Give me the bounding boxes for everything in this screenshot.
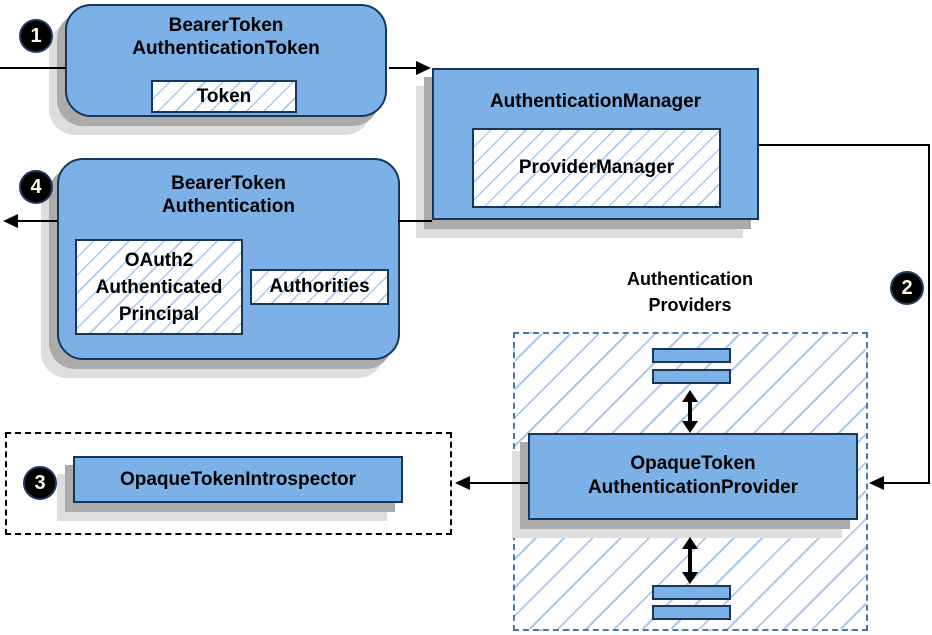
step-4-badge: 4	[19, 170, 53, 204]
btat-title-line1: BearerToken	[168, 15, 284, 36]
bta-title-line2: Authentication	[162, 196, 295, 217]
arrow-authentication-out-head-icon	[3, 214, 18, 228]
principal-line3: Principal	[118, 303, 200, 325]
step-1-number: 1	[30, 24, 42, 47]
oauth2-authenticated-principal-chip: OAuth2 Authenticated Principal	[75, 239, 243, 335]
arrow-token-to-manager-line	[389, 67, 418, 69]
connector-manager-to-authentication-line	[398, 220, 432, 222]
step-3-badge: 3	[23, 466, 57, 500]
oti-title: OpaqueTokenIntrospector	[119, 469, 357, 490]
provider-manager-chip-label: ProviderManager	[518, 157, 675, 178]
double-arrow-top-icon	[682, 390, 698, 433]
arrow-into-provider-line	[884, 482, 930, 484]
authentication-providers-label-line2: Providers	[648, 295, 732, 315]
otap-title-line1: OpaqueToken	[630, 453, 756, 474]
node-bearer-token-authentication-token: BearerToken AuthenticationToken Token	[65, 4, 387, 117]
double-arrow-bottom-up-head-icon	[682, 537, 698, 549]
connector-manager-down-line	[928, 144, 930, 484]
provider-manager-chip: ProviderManager	[472, 128, 721, 208]
authentication-providers-label-line1: Authentication	[627, 269, 753, 289]
node-opaque-token-authentication-provider-title: OpaqueToken AuthenticationProvider	[530, 435, 856, 500]
provider-slot-bar-top-1	[652, 348, 731, 363]
double-arrow-top-up-head-icon	[682, 390, 698, 402]
arrow-provider-to-introspector-head-icon	[455, 476, 470, 490]
provider-slot-bar-bottom-2	[652, 605, 731, 620]
step-1-badge: 1	[19, 19, 53, 53]
connector-manager-right-line	[759, 144, 930, 146]
double-arrow-bottom-down-head-icon	[682, 572, 698, 584]
double-arrow-bottom-icon	[682, 537, 698, 584]
node-opaque-token-introspector-title: OpaqueTokenIntrospector	[120, 468, 356, 491]
node-bearer-token-authentication-title: BearerToken Authentication	[59, 160, 398, 218]
provider-slot-bar-bottom-1	[652, 585, 731, 600]
authorities-chip: Authorities	[250, 269, 389, 305]
node-opaque-token-introspector: OpaqueTokenIntrospector	[73, 456, 403, 503]
arrow-token-to-manager-head-icon	[416, 61, 431, 75]
authorities-chip-label: Authorities	[269, 276, 370, 297]
step-4-number: 4	[30, 175, 42, 198]
arrow-authentication-out-line	[18, 220, 57, 222]
principal-line2: Authenticated	[95, 276, 223, 298]
provider-slot-bar-top-2	[652, 369, 731, 384]
node-bearer-token-authentication-token-title: BearerToken AuthenticationToken	[67, 6, 385, 60]
double-arrow-top-shaft	[688, 402, 692, 421]
am-title: AuthenticationManager	[489, 91, 702, 112]
arrow-request-in-line	[0, 67, 66, 69]
otap-title-line2: AuthenticationProvider	[587, 477, 799, 498]
token-chip: Token	[151, 80, 297, 113]
node-bearer-token-authentication: BearerToken Authentication OAuth2 Authen…	[57, 158, 400, 360]
arrow-provider-to-introspector-line	[470, 482, 528, 484]
principal-line1: OAuth2	[124, 249, 194, 271]
double-arrow-top-down-head-icon	[682, 421, 698, 433]
node-opaque-token-authentication-provider: OpaqueToken AuthenticationProvider	[528, 433, 858, 520]
step-2-badge: 2	[890, 271, 924, 305]
btat-title-line2: AuthenticationToken	[132, 38, 320, 59]
authentication-providers-label: Authentication Providers	[595, 266, 785, 318]
step-2-number: 2	[901, 276, 913, 299]
step-3-number: 3	[34, 471, 46, 494]
double-arrow-bottom-shaft	[688, 549, 692, 572]
arrow-into-provider-head-icon	[869, 476, 884, 490]
node-authentication-manager: AuthenticationManager ProviderManager	[432, 68, 759, 220]
token-chip-label: Token	[196, 85, 252, 107]
node-authentication-manager-title: AuthenticationManager	[434, 70, 757, 113]
bta-title-line1: BearerToken	[171, 173, 286, 194]
